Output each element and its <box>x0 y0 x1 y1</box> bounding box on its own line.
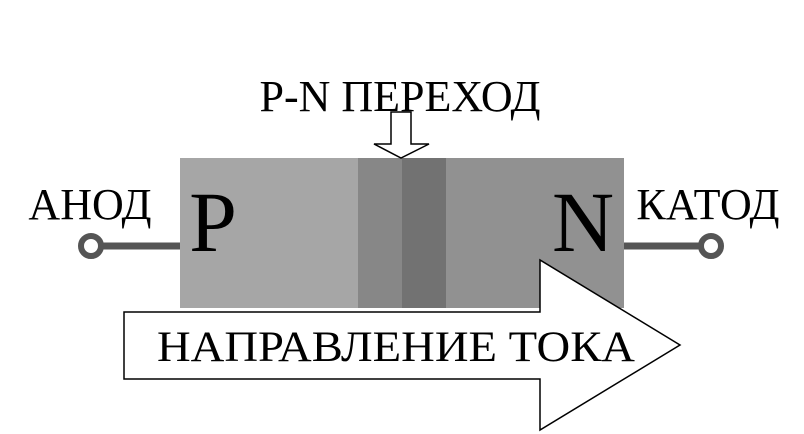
junction-label: P-N ПЕРЕХОД <box>259 72 540 121</box>
anode-terminal <box>78 233 180 259</box>
n-region-label: N <box>552 174 614 270</box>
depletion-zone-n-side <box>402 158 446 308</box>
anode-contact-circle <box>78 233 104 259</box>
p-region-label: P <box>189 174 237 270</box>
p-region <box>180 158 358 308</box>
cathode-contact-circle <box>698 233 724 259</box>
n-region <box>446 158 624 308</box>
anode-label: АНОД <box>28 180 151 229</box>
cathode-label: КАТОД <box>636 180 779 229</box>
junction-pointer-arrow <box>373 111 430 159</box>
current-direction-arrow <box>123 258 682 432</box>
semiconductor-body <box>180 158 624 308</box>
depletion-zone-p-side <box>358 158 402 308</box>
current-direction-label: НАПРАВЛЕНИЕ ТОКА <box>157 324 635 371</box>
cathode-terminal <box>624 233 724 259</box>
